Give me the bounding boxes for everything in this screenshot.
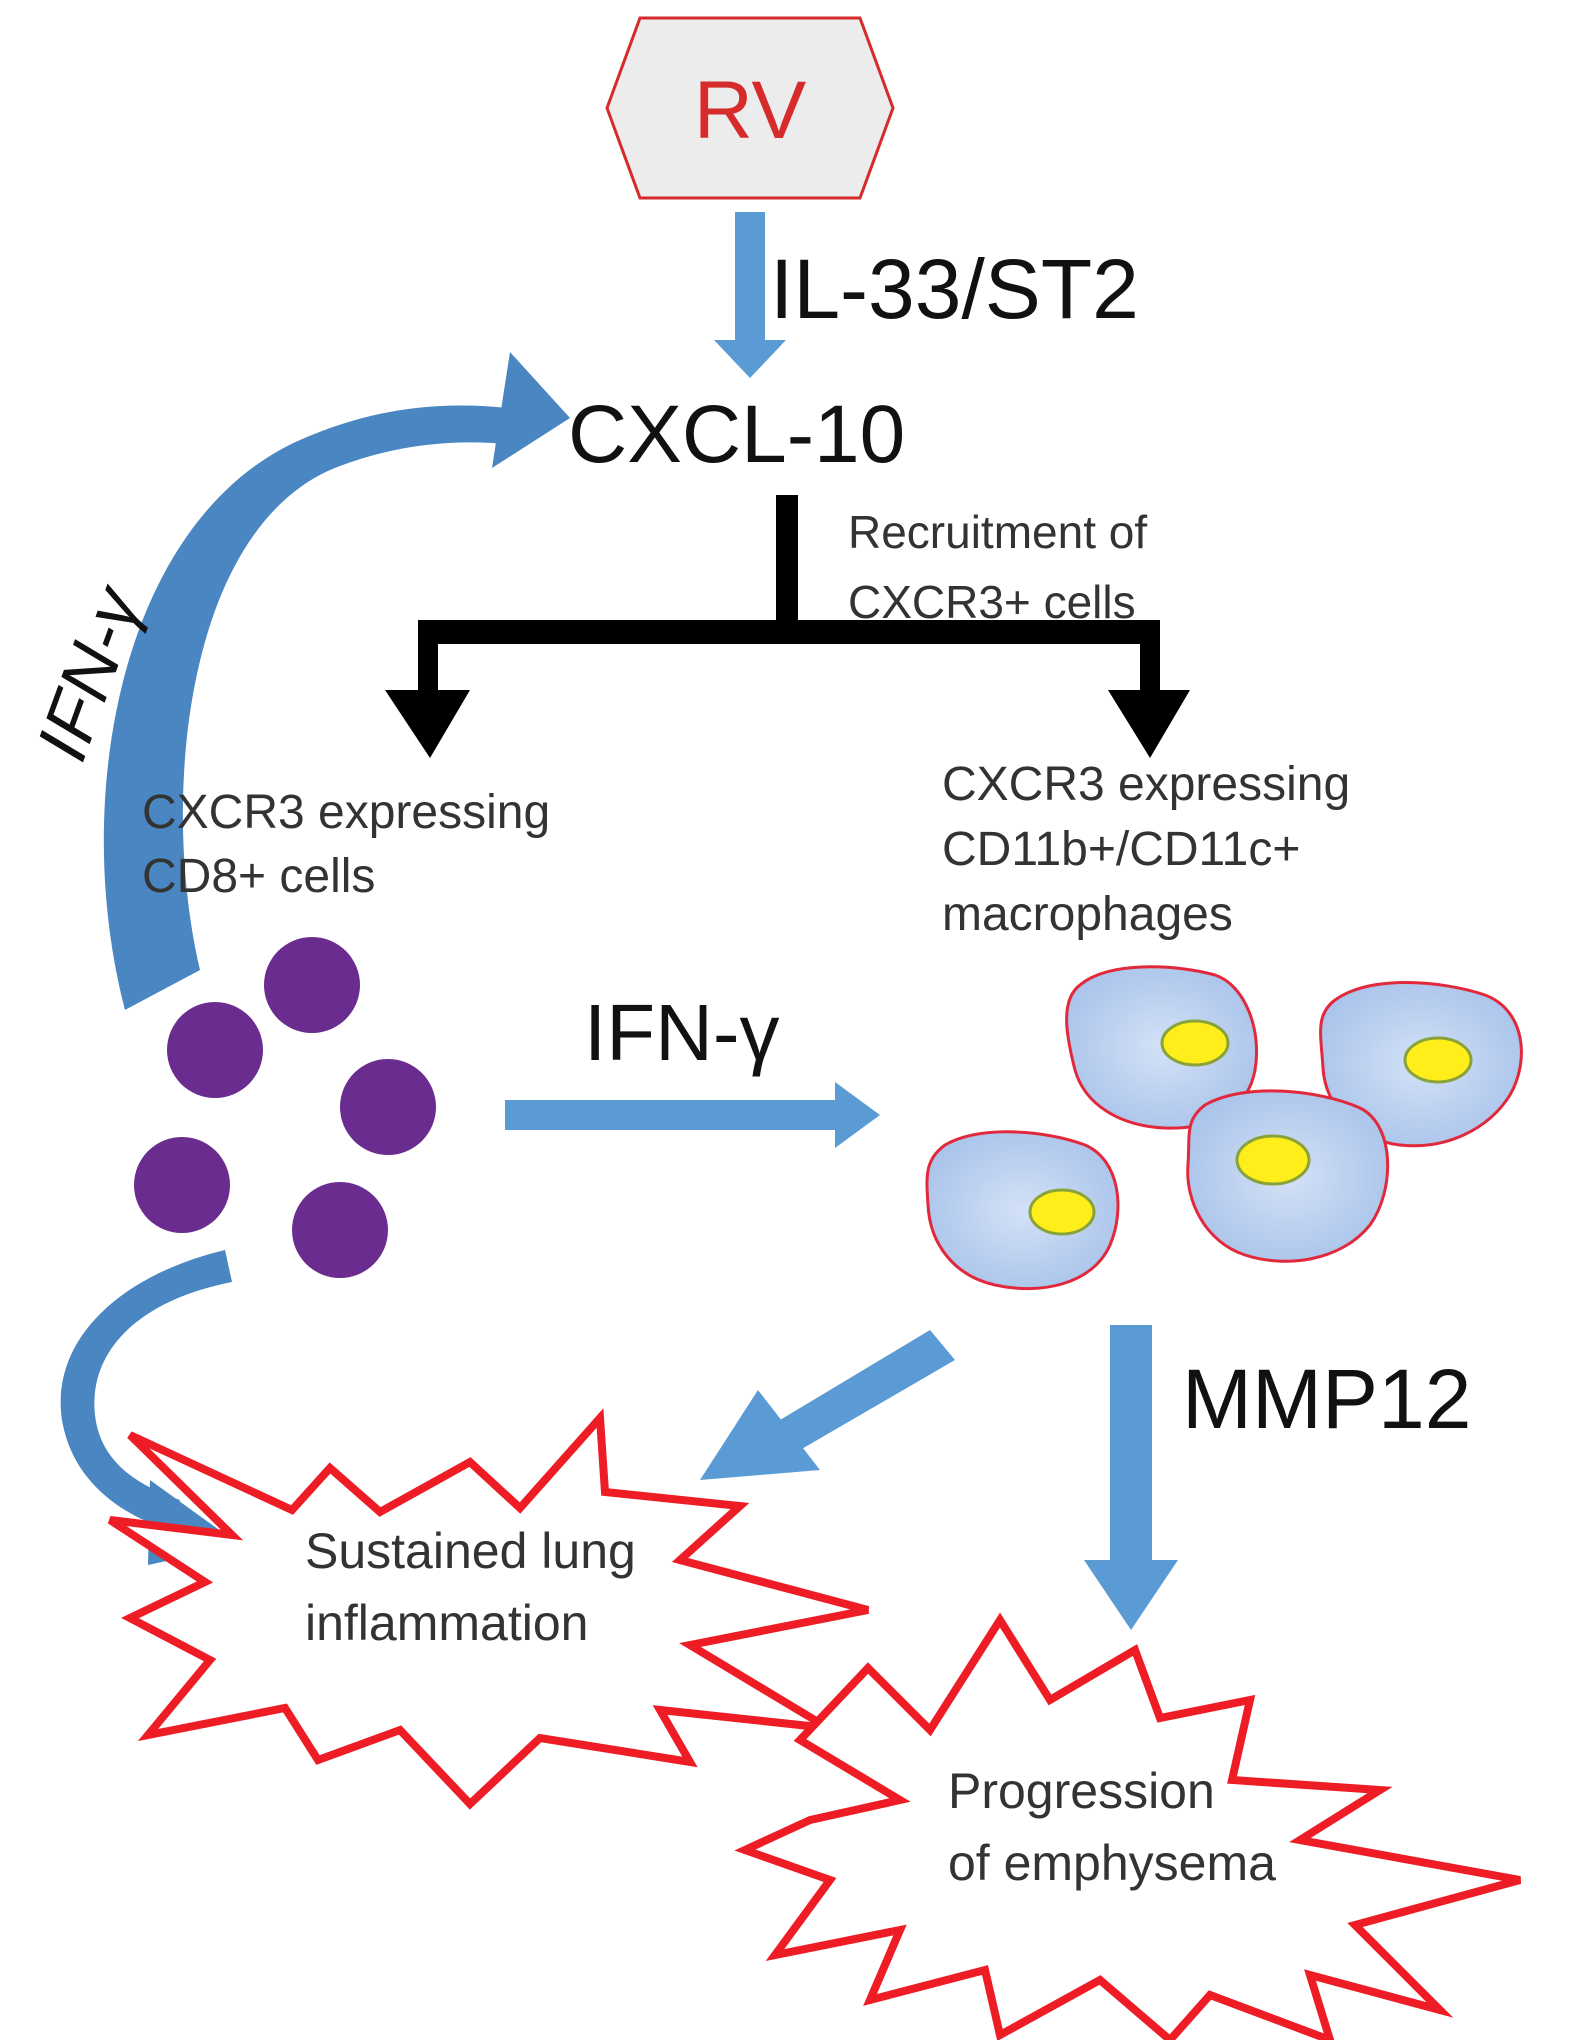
branch-stem (776, 495, 798, 635)
burst-shape (107, 1408, 870, 1810)
emphysema-label-line1: Progression (948, 1763, 1215, 1819)
macrophage (925, 1130, 1120, 1291)
mmp12-arrow (1084, 1325, 1178, 1630)
branch-right-head (1108, 690, 1190, 758)
recruitment-branch-arrow (385, 495, 1190, 758)
macrophage-to-inflammation-arrow (700, 1330, 955, 1480)
ifn-gamma-mid-label: IFN-γ (584, 988, 780, 1077)
macrophage-label-line2: CD11b+/CD11c+ (942, 823, 1300, 876)
inflammation-burst: Sustained lung inflammation (107, 1408, 870, 1810)
macrophage-cluster (925, 965, 1523, 1291)
virus-label: RV (694, 65, 807, 156)
cd8-cells-cluster (134, 937, 436, 1278)
il33-arrow (714, 212, 786, 378)
branch-left-head (385, 690, 470, 758)
curved-arrow-body (103, 405, 525, 1010)
macrophage-nucleus (1160, 1019, 1230, 1067)
macrophage (1186, 1089, 1390, 1263)
diagonal-arrow-body (780, 1330, 955, 1450)
emphysema-label-line2: of emphysema (948, 1835, 1276, 1891)
il33-st2-label: IL-33/ST2 (770, 242, 1139, 336)
cd8-cell (340, 1059, 436, 1155)
macrophage-body (925, 1130, 1120, 1291)
virus-node: RV (605, 16, 895, 200)
macrophage-nucleus (1235, 1134, 1311, 1186)
branch-right-drop (1140, 620, 1160, 710)
inflammation-label-line2: inflammation (305, 1595, 588, 1651)
burst-shape (734, 1612, 1522, 2040)
macrophage-nucleus (1028, 1188, 1096, 1236)
curved-arrow-head (492, 352, 570, 468)
macrophage-label-line1: CXCR3 expressing (942, 758, 1350, 811)
inflammation-label-line1: Sustained lung (305, 1523, 636, 1579)
diagonal-arrow-head (700, 1390, 820, 1480)
recruitment-label-line2: CXCR3+ cells (848, 576, 1136, 628)
virus-hexagon (605, 16, 895, 200)
branch-left-drop (418, 620, 438, 710)
blue-arrow-rv-to-cxcl10 (714, 212, 786, 378)
emphysema-burst: Progression of emphysema (734, 1612, 1522, 2040)
cxcl10-label: CXCL-10 (568, 389, 905, 480)
curved-arrow-body (60, 1250, 232, 1530)
cd8-cell (292, 1182, 388, 1278)
ifn-gamma-arrow (505, 1082, 880, 1148)
cd8-cell (167, 1002, 263, 1098)
cd8-label-line2: CD8+ cells (142, 850, 375, 903)
macrophage (1065, 965, 1259, 1130)
cd8-label-line1: CXCR3 expressing (142, 786, 550, 839)
ifn-feedback-arrow (103, 352, 570, 1010)
recruitment-label-line1: Recruitment of (848, 506, 1147, 558)
mmp12-label: MMP12 (1182, 1352, 1471, 1446)
macrophage-label-line3: macrophages (942, 888, 1233, 941)
cd8-cell (264, 937, 360, 1033)
macrophage-nucleus (1403, 1036, 1473, 1084)
branch-crossbar (428, 620, 1148, 644)
cd8-cell (134, 1137, 230, 1233)
macrophage (1319, 981, 1523, 1148)
